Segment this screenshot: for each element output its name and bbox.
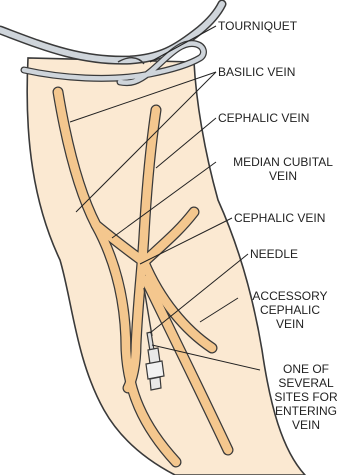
median-cubital-vein-label: MEDIAN CUBITAL VEIN — [218, 155, 348, 183]
cephalic-vein-upper-label: CEPHALIC VEIN — [218, 111, 309, 125]
needle-label: NEEDLE — [250, 247, 298, 261]
basilic-vein-label: BASILIC VEIN — [218, 65, 295, 79]
entry-sites-label: ONE OF SEVERAL SITES FOR ENTERING VEIN — [262, 362, 350, 432]
leader-tourniquet — [150, 26, 216, 62]
tourniquet-label: TOURNIQUET — [218, 19, 297, 33]
accessory-cephalic-vein-label: ACCESSORY CEPHALIC VEIN — [240, 289, 340, 331]
cephalic-vein-lower-label: CEPHALIC VEIN — [234, 211, 325, 225]
